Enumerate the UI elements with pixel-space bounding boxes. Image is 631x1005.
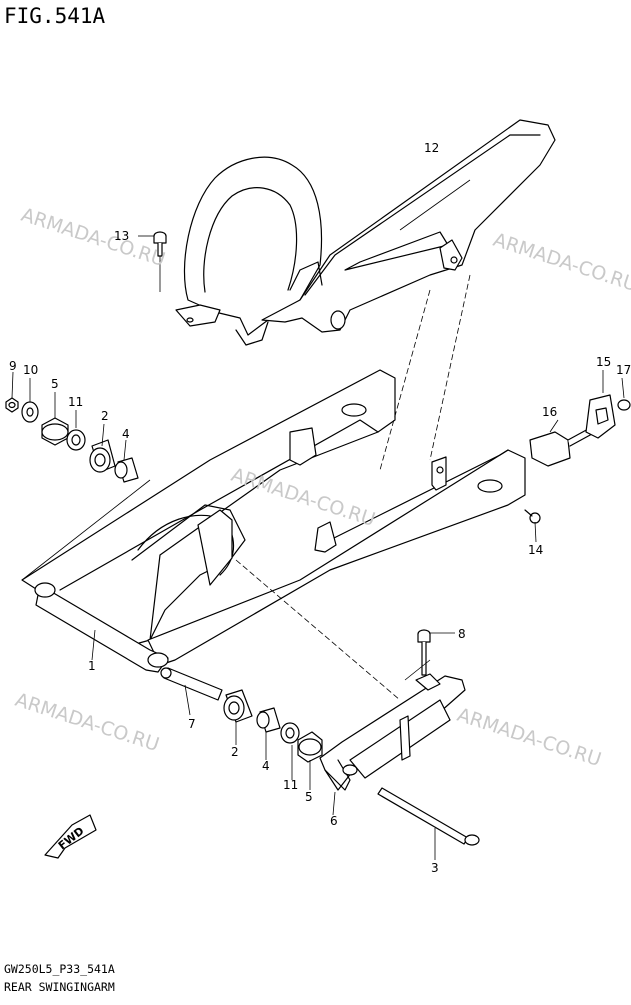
callout-2-bottom: 2 [231,745,239,759]
callout-11-bottom: 11 [283,778,298,792]
watermark-3: ARMADA-CO.RU [228,464,377,531]
callout-8: 8 [458,627,466,641]
callout-5-bottom: 5 [305,790,313,804]
watermark-2: ARMADA-CO.RU [490,229,631,296]
callout-4-bottom: 4 [262,759,270,773]
callout-17: 17 [616,363,631,377]
callout-4-top: 4 [122,427,130,441]
callout-14: 14 [528,543,543,557]
callout-9: 9 [9,359,17,373]
callout-7: 7 [188,717,196,731]
callout-10: 10 [23,363,38,377]
callout-5-top: 5 [51,377,59,391]
callout-12: 12 [424,141,439,155]
callout-16: 15 [596,355,611,369]
watermark-4: ARMADA-CO.RU [12,689,161,756]
figure-title: FIG.541A [4,4,106,28]
watermark-5: ARMADA-CO.RU [454,704,603,771]
callout-3: 3 [431,861,439,875]
chain-buffer [319,629,480,846]
fwd-arrow-icon [44,814,97,859]
callout-11-top: 11 [68,395,83,409]
callout-1: 1 [88,659,96,673]
callout-2-top: 2 [101,409,109,423]
model-code: GW250L5_P33_541A [4,962,115,976]
chain-adjuster [524,394,631,524]
figure-caption: REAR SWINGINGARM [4,980,115,994]
watermark-1: ARMADA-CO.RU [18,204,167,271]
lower-hardware [160,667,323,763]
swingarm-body [21,369,526,673]
callout-13: 13 [114,229,129,243]
callout-labels: 12 13 9 10 5 11 2 4 15 17 16 14 8 1 7 2 … [9,141,631,875]
callout-6: 6 [330,814,338,828]
callout-15: 16 [542,405,557,419]
left-hardware [5,397,139,483]
chain-case [175,119,556,346]
